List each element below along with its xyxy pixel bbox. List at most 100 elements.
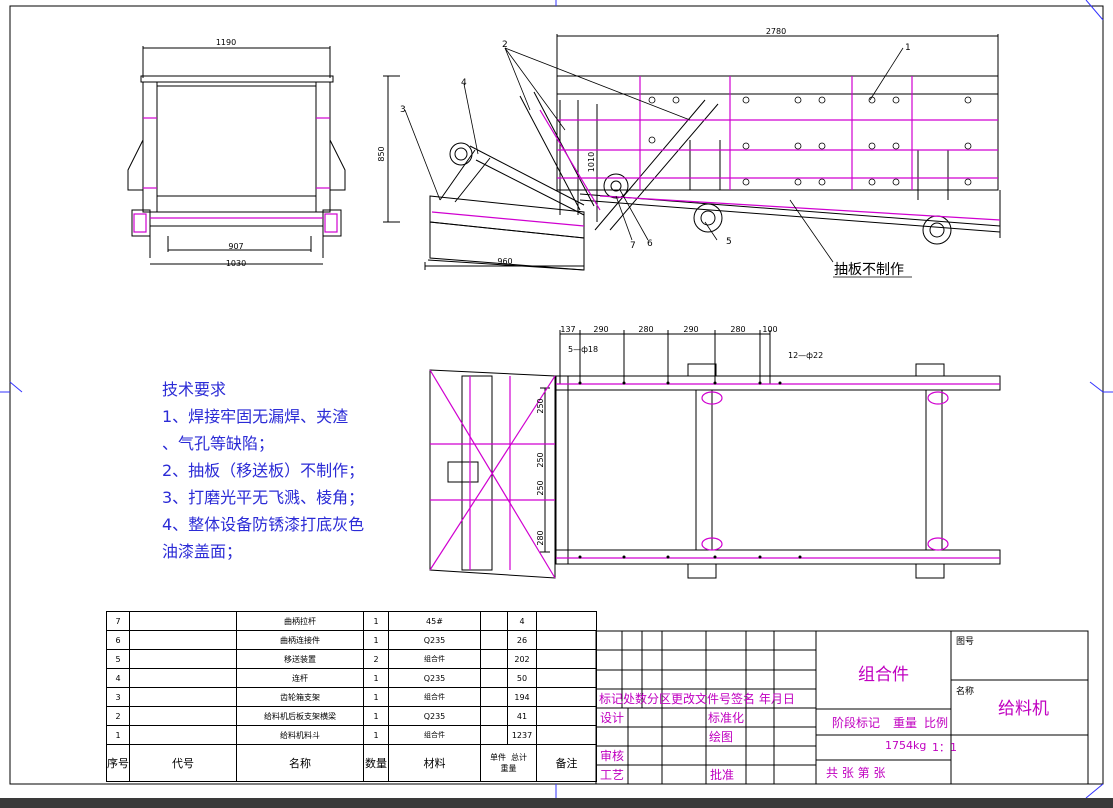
note-not-made: 抽板不制作 [834,262,904,278]
bom-header-weight-label: 重量 [500,764,517,773]
bom-qty: 1 [363,611,389,631]
bom-no: 3 [106,687,130,707]
tech-line-3: 2、抽板（移送板）不制作； [162,461,365,480]
tech-requirements: 技术要求 1、焊接牢固无漏焊、夹渣 、气孔等缺陷； 2、抽板（移送板）不制作； … [162,376,364,565]
bom-header-material: 材料 [388,744,481,782]
bom-name: 齿轮箱支架 [236,687,364,707]
bom-row-7: 7 曲柄拉杆 1 45# 4 [106,611,597,631]
bom-remark [536,725,597,745]
tech-line-1: 1、焊接牢固无漏焊、夹渣 [162,407,349,426]
tb-weight: 重量 [893,716,918,730]
bom-remark [536,649,597,669]
bom-unit [480,725,508,745]
dim-plan-seg-5: 280 [730,325,745,334]
bom-total: 4 [507,611,537,631]
bom-no: 2 [106,706,130,726]
bom-name: 给料机料斗 [236,725,364,745]
bom-row-4: 4 连杆 1 Q235 50 [106,668,597,688]
tech-title: 技术要求 [162,380,227,399]
bom-unit [480,706,508,726]
bom-no: 4 [106,668,130,688]
bom-row-1: 1 给料机料斗 1 组合件 1237 [106,725,597,745]
tb-weight-value: 1754kg [885,739,927,752]
dim-plan-v2: 250 [536,452,545,467]
bom-total: 41 [507,706,537,726]
bom-header-weight: 单件 总计 重量 [480,744,537,782]
dim-plan-hole2: 12—ф22 [788,351,823,360]
callout-2: 2 [502,40,508,50]
bom-code [129,687,237,707]
bom-name: 移送装置 [236,649,364,669]
bom-row-2: 2 给料机后板支架横梁 1 Q235 41 [106,706,597,726]
plan-view-magenta [429,369,1000,579]
front-view-magenta [133,117,338,233]
bom-header-no: 序号 [106,744,130,782]
dim-side-height2: 1010 [587,152,596,172]
bom-header-name: 名称 [236,744,364,782]
bom-qty: 2 [363,649,389,669]
bom-no: 7 [106,611,130,631]
plan-holes [578,381,802,559]
bom-row-3: 3 齿轮箱支架 1 组合件 194 [106,687,597,707]
bom-code [129,649,237,669]
tech-line-2: 、气孔等缺陷； [162,434,275,453]
bom-unit [480,630,508,650]
bom-total: 26 [507,630,537,650]
bom-no: 5 [106,649,130,669]
bom-name: 曲柄拉杆 [236,611,364,631]
bom-material: 组合件 [388,725,481,745]
side-view [383,34,1001,271]
bom-qty: 1 [363,687,389,707]
callout-7: 7 [630,241,636,251]
side-view-magenta [431,76,1001,227]
tb-approve: 批准 [710,768,735,782]
callout-3: 3 [400,105,406,115]
tb-drawing-no-label: 图号 [956,637,975,647]
tb-design: 设计 [600,711,625,725]
bom-row-5: 5 移送装置 2 组合件 202 [106,649,597,669]
bom-material: 组合件 [388,649,481,669]
tb-scale-value: 1：1 [932,741,957,754]
dim-plan-seg-3: 280 [638,325,653,334]
tb-assembly: 组合件 [858,665,909,685]
bom-total: 1237 [507,725,537,745]
bom-total: 194 [507,687,537,707]
bom-material: Q235 [388,630,481,650]
bom-code [129,668,237,688]
bom-qty: 1 [363,668,389,688]
bottom-bar [0,798,1113,808]
bom-unit [480,649,508,669]
bom-remark [536,611,597,631]
bom-unit [480,611,508,631]
bom-remark [536,706,597,726]
revision-header: 标记处数分区更改文件号签名 年月日 [599,692,795,706]
tech-line-5: 4、整体设备防锈漆打底灰色 [162,515,365,534]
side-view-bolts [648,96,972,186]
bom-code [129,630,237,650]
callout-4: 4 [461,78,467,88]
bom-name: 给料机后板支架横梁 [236,706,364,726]
bom-remark [536,668,597,688]
dim-plan-v4: 280 [536,530,545,545]
bom-name: 曲柄连接件 [236,630,364,650]
tb-name-label: 名称 [956,687,975,697]
dim-plan-seg-6: 100 [762,325,777,334]
bom-code [129,725,237,745]
callout-6: 6 [647,239,653,249]
bom-total: 202 [507,649,537,669]
bom-material: 组合件 [388,687,481,707]
bom-qty: 1 [363,630,389,650]
bom-material: Q235 [388,668,481,688]
dim-plan-v3: 250 [536,480,545,495]
bom-unit [480,687,508,707]
dim-side-bottom: 960 [497,257,512,266]
bom-total: 50 [507,668,537,688]
bom-name: 连杆 [236,668,364,688]
tech-line-4: 3、打磨光平无飞溅、棱角； [162,488,365,507]
bom-row-6: 6 曲柄连接件 1 Q235 26 [106,630,597,650]
dim-plan-seg-4: 290 [683,325,698,334]
bom-material: Q235 [388,706,481,726]
dim-front-inner: 907 [228,242,243,251]
bom-qty: 1 [363,706,389,726]
tb-drawing: 绘图 [709,730,734,744]
